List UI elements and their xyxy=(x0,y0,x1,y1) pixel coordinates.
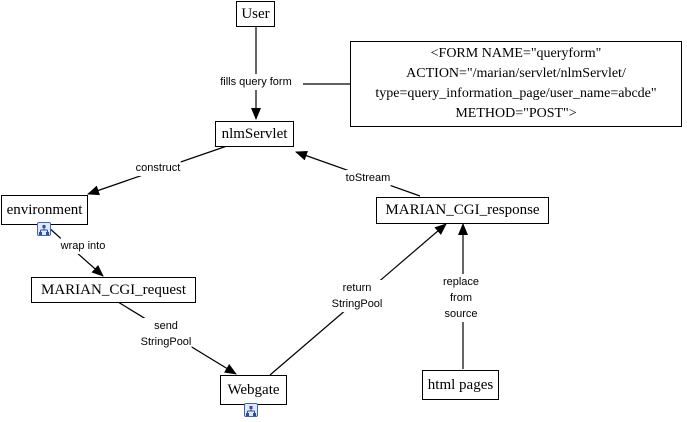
label-construct: construct xyxy=(135,160,181,176)
hierarchy-icon-glyph xyxy=(246,406,256,416)
form-note-line-2: ACTION="/marian/servlet/nlmServlet/ xyxy=(406,66,626,81)
label-send-line-1: send xyxy=(154,320,178,332)
label-send: send StringPool xyxy=(140,318,192,350)
node-marian-cgi-request[interactable]: MARIAN_CGI_request xyxy=(31,277,196,303)
node-html-pages[interactable]: html pages xyxy=(422,370,499,400)
hierarchy-icon-glyph xyxy=(39,225,49,235)
node-user[interactable]: User xyxy=(236,1,275,27)
form-note-line-4: METHOD="POST"> xyxy=(455,106,577,121)
node-marian-cgi-response[interactable]: MARIAN_CGI_response xyxy=(376,197,549,224)
label-return-line-2: StringPool xyxy=(331,298,383,310)
label-replace-line-1: replace xyxy=(442,276,480,288)
label-return-line-1: return xyxy=(342,282,372,294)
hierarchy-icon[interactable] xyxy=(37,222,51,236)
node-environment[interactable]: environment xyxy=(1,195,88,225)
hierarchy-icon[interactable] xyxy=(244,403,258,417)
node-nlm-servlet[interactable]: nlmServlet xyxy=(215,121,294,147)
form-note-line-1: <FORM NAME="queryform" xyxy=(430,46,602,61)
label-return: return StringPool xyxy=(331,280,383,312)
form-note-line-3: type=query_information_page/user_name=ab… xyxy=(375,86,657,101)
form-note: <FORM NAME="queryform" ACTION="/marian/s… xyxy=(350,41,682,127)
label-replace-line-3: source xyxy=(444,308,478,320)
label-fills-query-form: fills query form xyxy=(220,74,292,90)
label-replace-from-source: replace from source xyxy=(442,274,480,322)
label-replace-line-2: from xyxy=(449,292,472,304)
node-webgate[interactable]: Webgate xyxy=(220,375,287,405)
label-wrap-into: wrap into xyxy=(60,238,106,254)
label-send-line-2: StringPool xyxy=(140,336,192,348)
label-to-stream: toStream xyxy=(345,170,391,186)
